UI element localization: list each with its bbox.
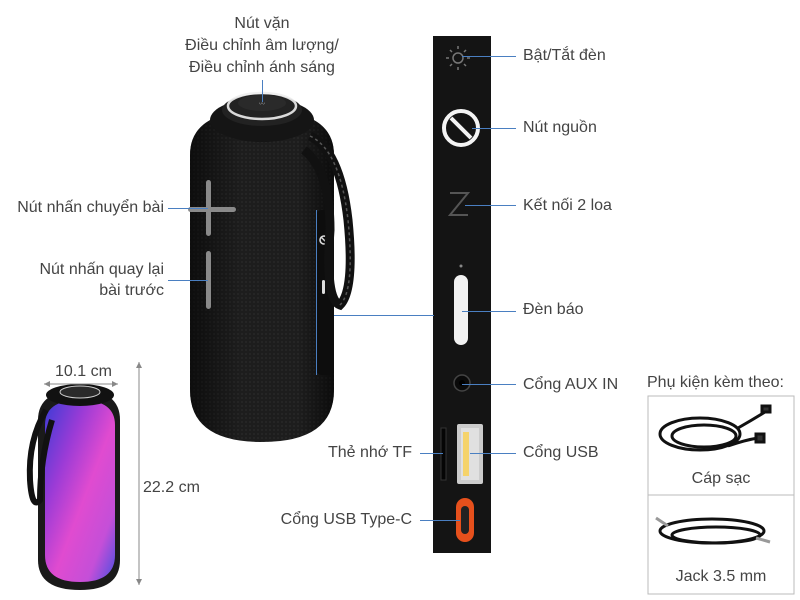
leader-knob	[262, 80, 263, 102]
label-knob-line2: Điều chỉnh âm lượng/	[185, 37, 339, 54]
label-power: Nút nguồn	[523, 119, 597, 136]
accessories-title: Phụ kiện kèm theo:	[647, 374, 784, 391]
accessory-label-jack: Jack 3.5 mm	[675, 568, 767, 585]
leader-tf	[420, 453, 443, 454]
speaker-body: 〰	[188, 91, 355, 442]
leader-pair	[465, 205, 516, 206]
label-usb: Cổng USB	[523, 444, 599, 461]
tf-slot	[440, 427, 447, 481]
label-prev-track-1: Nút nhấn quay lại	[39, 261, 164, 278]
label-next-track: Nút nhấn chuyển bài	[17, 199, 164, 216]
label-prev-track-2: bài trước	[99, 282, 164, 299]
label-aux: Cổng AUX IN	[523, 376, 619, 393]
width-dimension-arrow	[44, 381, 118, 387]
label-pair: Kết nối 2 loa	[523, 197, 612, 214]
dimension-height: 22.2 cm	[143, 479, 200, 496]
leader-usbc	[420, 520, 460, 521]
charging-cable-icon	[658, 404, 772, 452]
accessory-label-cable: Cáp sạc	[691, 470, 751, 487]
leader-side	[334, 315, 434, 316]
speaker-rgb-image	[26, 384, 120, 590]
leader-indicator	[462, 311, 516, 312]
aux-port	[453, 374, 471, 392]
leader-prev	[168, 280, 208, 281]
label-knob-title: Nút vặn	[234, 15, 290, 32]
leader-side-bracket	[316, 210, 317, 375]
accessory-box-jack	[647, 494, 795, 595]
leader-power	[472, 128, 516, 129]
back-panel	[433, 36, 491, 553]
leader-light	[462, 56, 516, 57]
label-light-toggle: Bật/Tắt đèn	[523, 47, 606, 64]
leader-aux	[462, 384, 516, 385]
label-knob-line3: Điều chỉnh ánh sáng	[189, 59, 335, 76]
label-usbc: Cổng USB Type-C	[280, 511, 412, 528]
height-dimension-arrow	[136, 362, 142, 585]
usb-c-port	[456, 498, 474, 542]
leader-usb	[470, 453, 516, 454]
indicator-light	[454, 275, 468, 345]
label-indicator: Đèn báo	[523, 301, 584, 318]
light-toggle-icon	[446, 46, 470, 70]
leader-next	[168, 208, 208, 209]
jack-cable-icon	[655, 516, 771, 545]
label-tf: Thẻ nhớ TF	[327, 444, 412, 461]
dimension-width: 10.1 cm	[55, 363, 112, 380]
usb-port	[457, 424, 483, 484]
svg-text:〰: 〰	[259, 102, 265, 108]
pair-icon	[447, 192, 471, 216]
